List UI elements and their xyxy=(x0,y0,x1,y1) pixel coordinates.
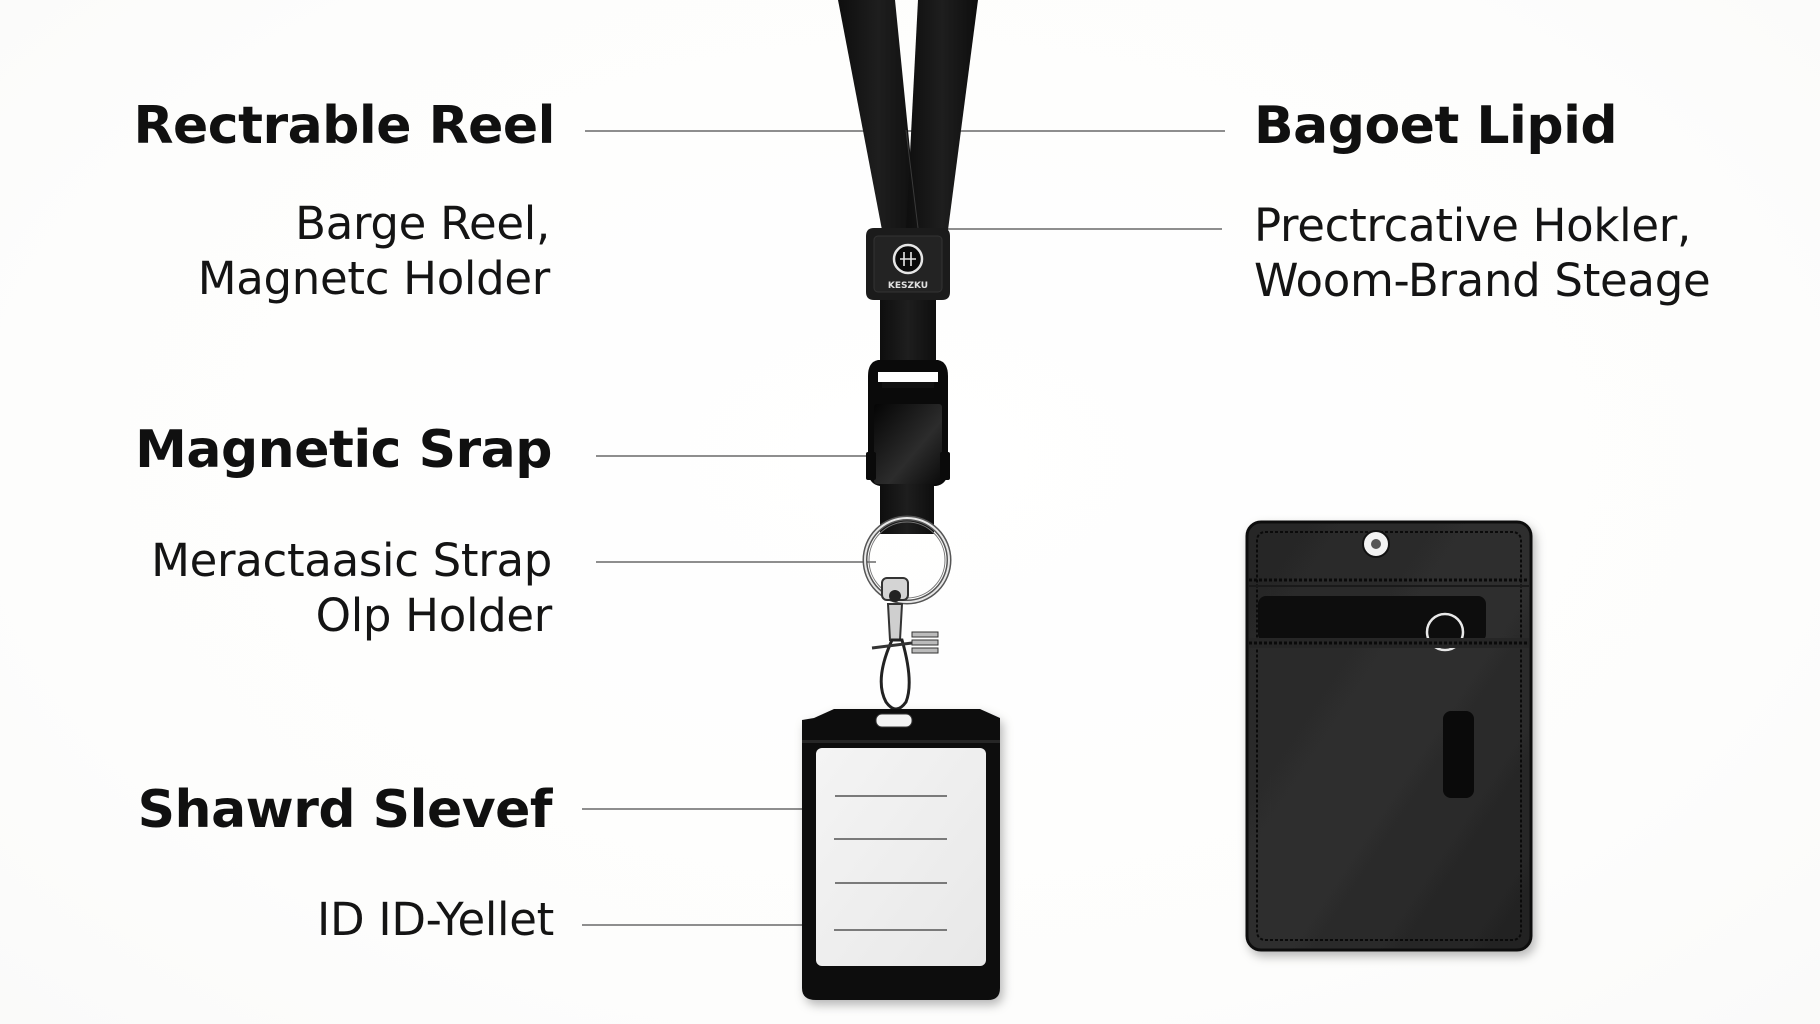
label-body-shawrd-slevef: ID ID-Yellet xyxy=(317,893,554,946)
label-body-rectrable-reel: Barge Reel, Magnetc Holder xyxy=(197,197,551,305)
leader-line-shawrd-slevef xyxy=(582,808,818,810)
label-heading-bagoet-lipid: Bagoet Lipid xyxy=(1254,96,1618,156)
connector-brand-text: KESZKU xyxy=(888,281,928,291)
badge-slot-icon xyxy=(875,713,913,728)
label-heading-magnetic-srap: Magnetic Srap xyxy=(135,420,552,480)
breakaway-buckle-icon xyxy=(866,360,950,486)
leader-line-bagoet-lipid-body xyxy=(944,228,1222,230)
connector-block: KESZKU xyxy=(866,228,950,300)
lanyard-strap xyxy=(838,0,978,230)
leader-line-magnetic-srap-body xyxy=(596,561,876,563)
label-heading-rectrable-reel: Rectrable Reel xyxy=(133,96,555,156)
label-heading-shawrd-slevef: Shawrd Slevef xyxy=(137,780,553,840)
badge-window xyxy=(816,748,986,966)
leader-line-magnetic-srap xyxy=(596,455,871,457)
card-wallet xyxy=(1245,520,1533,952)
thumb-slot-icon xyxy=(1443,711,1474,798)
badge-holder xyxy=(802,709,1000,1000)
leader-line-shawrd-slevef-body xyxy=(582,924,837,926)
swivel-clasp-icon xyxy=(871,577,939,711)
label-body-bagoet-lipid: Prectrcative Hokler, Woom-Brand Steage xyxy=(1254,199,1711,307)
label-body-magnetic-srap: Meractaasic Strap Olp Holder xyxy=(151,534,552,642)
